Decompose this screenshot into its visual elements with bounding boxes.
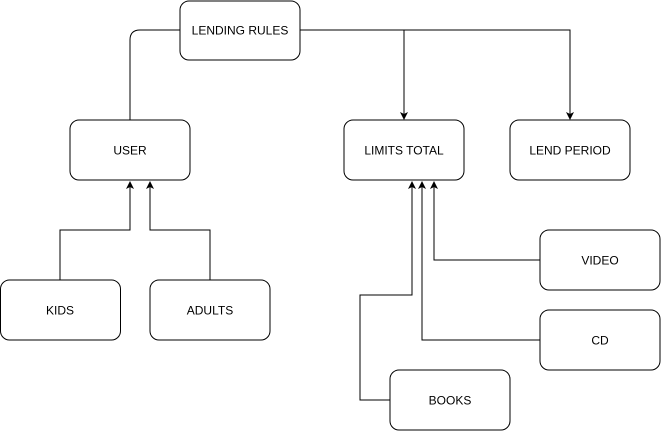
node-adults: ADULTS bbox=[149, 279, 271, 341]
node-user: USER bbox=[69, 119, 191, 181]
edge-kids-to-user bbox=[59, 181, 134, 280]
edge-lending-rules-to-lend-period bbox=[300, 29, 574, 120]
edge-adults-to-user bbox=[146, 181, 211, 280]
node-books: BOOKS bbox=[389, 369, 511, 431]
node-video: VIDEO bbox=[539, 229, 661, 291]
edge-cd-to-limits-total bbox=[418, 181, 540, 341]
edge-lending-rules-to-limits-total bbox=[300, 29, 408, 120]
node-limits-total-label: LIMITS TOTAL bbox=[364, 144, 444, 158]
node-limits-total: LIMITS TOTAL bbox=[343, 119, 465, 181]
node-lend-period-label: LEND PERIOD bbox=[529, 144, 611, 158]
node-kids: KIDS bbox=[0, 279, 121, 341]
node-books-label: BOOKS bbox=[429, 394, 472, 408]
node-lending-rules-label: LENDING RULES bbox=[192, 24, 289, 38]
node-user-label: USER bbox=[113, 144, 147, 158]
node-cd-label: CD bbox=[591, 334, 609, 348]
edge-video-to-limits-total bbox=[430, 181, 540, 261]
node-kids-label: KIDS bbox=[46, 304, 74, 318]
edge-books-to-limits-total bbox=[359, 181, 416, 401]
node-cd: CD bbox=[539, 309, 661, 371]
node-video-label: VIDEO bbox=[581, 254, 618, 268]
node-adults-label: ADULTS bbox=[187, 304, 233, 318]
node-lend-period: LEND PERIOD bbox=[509, 119, 631, 181]
edge-lending-rules-to-user bbox=[129, 29, 180, 120]
node-lending-rules: LENDING RULES bbox=[179, 0, 301, 61]
